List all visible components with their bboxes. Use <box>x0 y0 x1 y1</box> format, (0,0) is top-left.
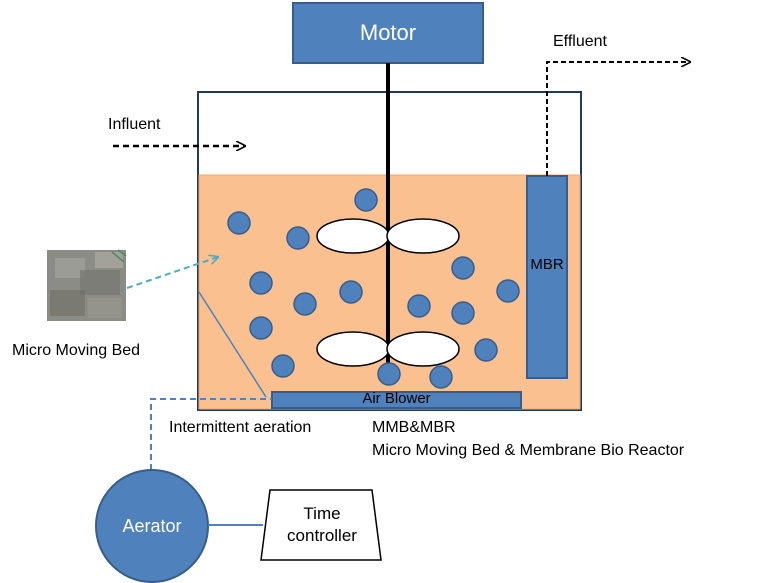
aeration-supply-line <box>150 398 272 470</box>
media-pointer-arrow <box>126 257 218 289</box>
media-particle <box>293 292 317 316</box>
aeration-pointer-line <box>198 291 267 398</box>
media-sample-photo <box>47 249 127 321</box>
mmb-mbr-label: MMB&MBR <box>372 419 456 436</box>
mbr-label: MBR <box>530 256 564 273</box>
time-controller-line1: Time <box>303 504 341 523</box>
media-particle <box>354 188 378 212</box>
media-particle <box>339 280 363 304</box>
time-controller <box>260 489 382 561</box>
impeller-blade <box>386 218 460 254</box>
media-particle <box>249 271 273 295</box>
full-name-label: Micro Moving Bed & Membrane Bio Reactor <box>372 442 685 459</box>
media-particle <box>377 362 401 386</box>
impeller-blade <box>386 331 460 367</box>
media-particle <box>227 211 251 235</box>
aerator-label: Aerator <box>122 515 182 536</box>
time-controller-label: Time controller <box>263 490 381 560</box>
effluent-arrow <box>546 62 690 176</box>
mbr-module <box>526 175 568 379</box>
media-particle <box>496 279 520 303</box>
media-particle <box>451 301 475 325</box>
motor-label: Motor <box>359 20 417 45</box>
media-particle <box>249 316 273 340</box>
media-particle <box>429 365 453 389</box>
impeller-blade <box>316 331 390 367</box>
media-particle <box>451 256 475 280</box>
motor-box <box>292 2 484 64</box>
media-particle <box>474 338 498 362</box>
micro-moving-bed-label: Micro Moving Bed <box>12 342 141 359</box>
media-particle <box>271 354 295 378</box>
air-blower-label: Air Blower <box>362 390 431 407</box>
influent-label: Influent <box>108 116 161 133</box>
media-particle <box>407 294 431 318</box>
time-controller-line2: controller <box>287 526 357 545</box>
effluent-label: Effluent <box>553 33 607 50</box>
impeller-blade <box>316 218 390 254</box>
intermittent-aeration-label: Intermittent aeration <box>169 419 312 436</box>
media-particle <box>286 226 310 250</box>
